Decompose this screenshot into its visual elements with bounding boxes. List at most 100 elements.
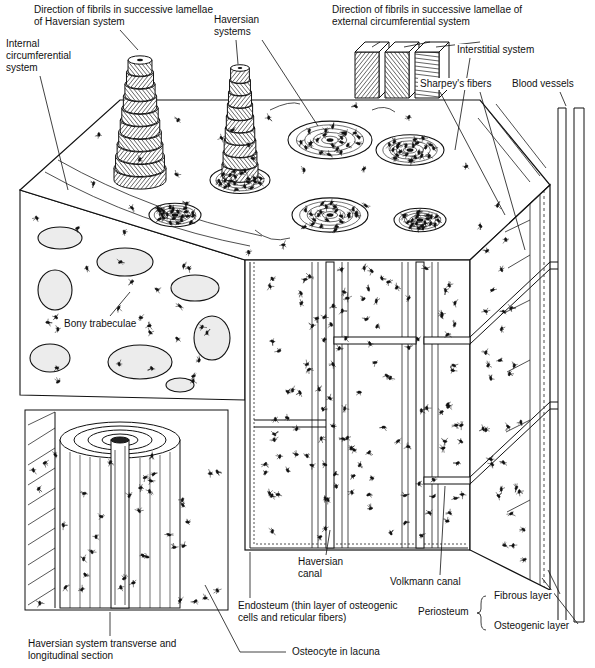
osteocytes: [54, 365, 59, 371]
haversian-osteons: [149, 121, 446, 232]
osteocytes: [170, 216, 176, 222]
osteocytes: [175, 170, 181, 178]
osteocytes: [352, 129, 357, 136]
osteocytes: [446, 403, 453, 410]
osteocytes: [509, 370, 514, 376]
osteocytes: [257, 176, 265, 181]
osteocytes: [45, 460, 49, 467]
osteocytes: [270, 277, 275, 281]
osteocytes: [498, 266, 504, 273]
osteocytes: [499, 311, 506, 315]
callout-label: Osteogenic layer: [492, 620, 571, 632]
osteocytes: [366, 452, 374, 456]
osteocytes: [337, 134, 344, 140]
osteocytes: [128, 279, 132, 285]
osteocytes: [88, 549, 97, 552]
osteocytes: [182, 205, 188, 211]
osteocytes: [267, 283, 274, 291]
osteocytes: [342, 288, 348, 297]
haversian-osteons: [394, 208, 446, 231]
callout-label: Haversian canal: [296, 556, 356, 580]
leader-lines: [440, 92, 505, 215]
osteocytes: [178, 500, 184, 504]
osteocytes: [415, 208, 423, 215]
osteocytes: [367, 268, 371, 276]
osteocytes: [143, 553, 147, 557]
osteocytes: [302, 144, 309, 150]
osteocytes: [416, 336, 422, 342]
canal-system: [402, 262, 438, 548]
lamellae-lines: [372, 107, 395, 112]
osteocytes: [181, 541, 187, 546]
osteocytes: [486, 361, 492, 369]
haversian-osteons: [288, 121, 372, 159]
spongy-bone: [97, 248, 153, 276]
osteocytes: [400, 213, 408, 218]
osteocytes: [310, 140, 314, 147]
osteocytes: [189, 220, 196, 225]
osteocytes: [171, 543, 179, 548]
osteocytes: [187, 519, 191, 525]
lamella-models: [305, 52, 462, 98]
leader-lines: [250, 552, 251, 598]
osteocytes: [321, 132, 329, 139]
osteocytes: [322, 127, 329, 132]
osteocytes: [149, 452, 154, 460]
osteocytes: [362, 264, 368, 272]
osteocytes: [435, 218, 442, 224]
osteocytes: [423, 143, 428, 150]
osteocytes: [228, 127, 236, 132]
osteocytes: [351, 102, 357, 107]
osteocytes: [445, 331, 452, 338]
osteocytes: [297, 140, 305, 147]
osteocytes: [135, 508, 144, 511]
osteocytes: [413, 136, 418, 145]
osteocytes: [123, 229, 128, 236]
osteocytes: [332, 203, 337, 211]
osteocytes: [330, 423, 337, 428]
leader-lines: [110, 292, 130, 316]
osteocytes: [427, 142, 431, 145]
osteocytes: [322, 338, 326, 343]
osteocytes: [362, 316, 370, 319]
osteocytes: [326, 394, 333, 401]
osteocytes: [438, 409, 443, 416]
haversian-osteons: [327, 213, 334, 217]
osteocytes: [416, 481, 423, 487]
osteocytes: [37, 486, 42, 494]
osteocytes: [395, 283, 401, 291]
osteocytes: [324, 498, 330, 505]
osteocytes: [514, 483, 518, 492]
leader-lines: [110, 612, 111, 636]
callout-label: Osteocyte in lacuna: [290, 646, 382, 658]
osteocytes: [138, 155, 143, 163]
osteocytes: [274, 348, 281, 352]
osteocytes: [158, 208, 165, 214]
osteocytes: [481, 308, 490, 315]
osteocytes: [483, 248, 490, 254]
osteocytes: [263, 471, 268, 476]
osteocytes: [55, 377, 61, 383]
lamella-models: [231, 65, 250, 72]
osteocytes: [240, 182, 247, 190]
osteocytes: [215, 181, 222, 185]
osteocytes: [508, 304, 516, 312]
callout-label: Haversian system transverse and longitud…: [26, 638, 230, 662]
osteocytes: [218, 134, 226, 143]
osteocytes: [354, 215, 361, 219]
osteocytes: [420, 224, 427, 228]
osteocytes: [419, 135, 428, 143]
osteocytes: [337, 267, 345, 272]
spongy-bone: [30, 344, 70, 372]
osteocytes: [176, 303, 184, 310]
osteocytes: [355, 134, 363, 140]
osteocytes: [342, 129, 348, 137]
osteocytes: [420, 533, 426, 538]
osteocytes: [318, 150, 325, 155]
osteocytes: [55, 325, 61, 333]
osteocytes: [349, 445, 355, 450]
osteocytes: [209, 469, 214, 478]
osteocytes: [334, 223, 337, 230]
lamellae-lines: [478, 118, 530, 182]
osteocytes: [199, 325, 207, 331]
